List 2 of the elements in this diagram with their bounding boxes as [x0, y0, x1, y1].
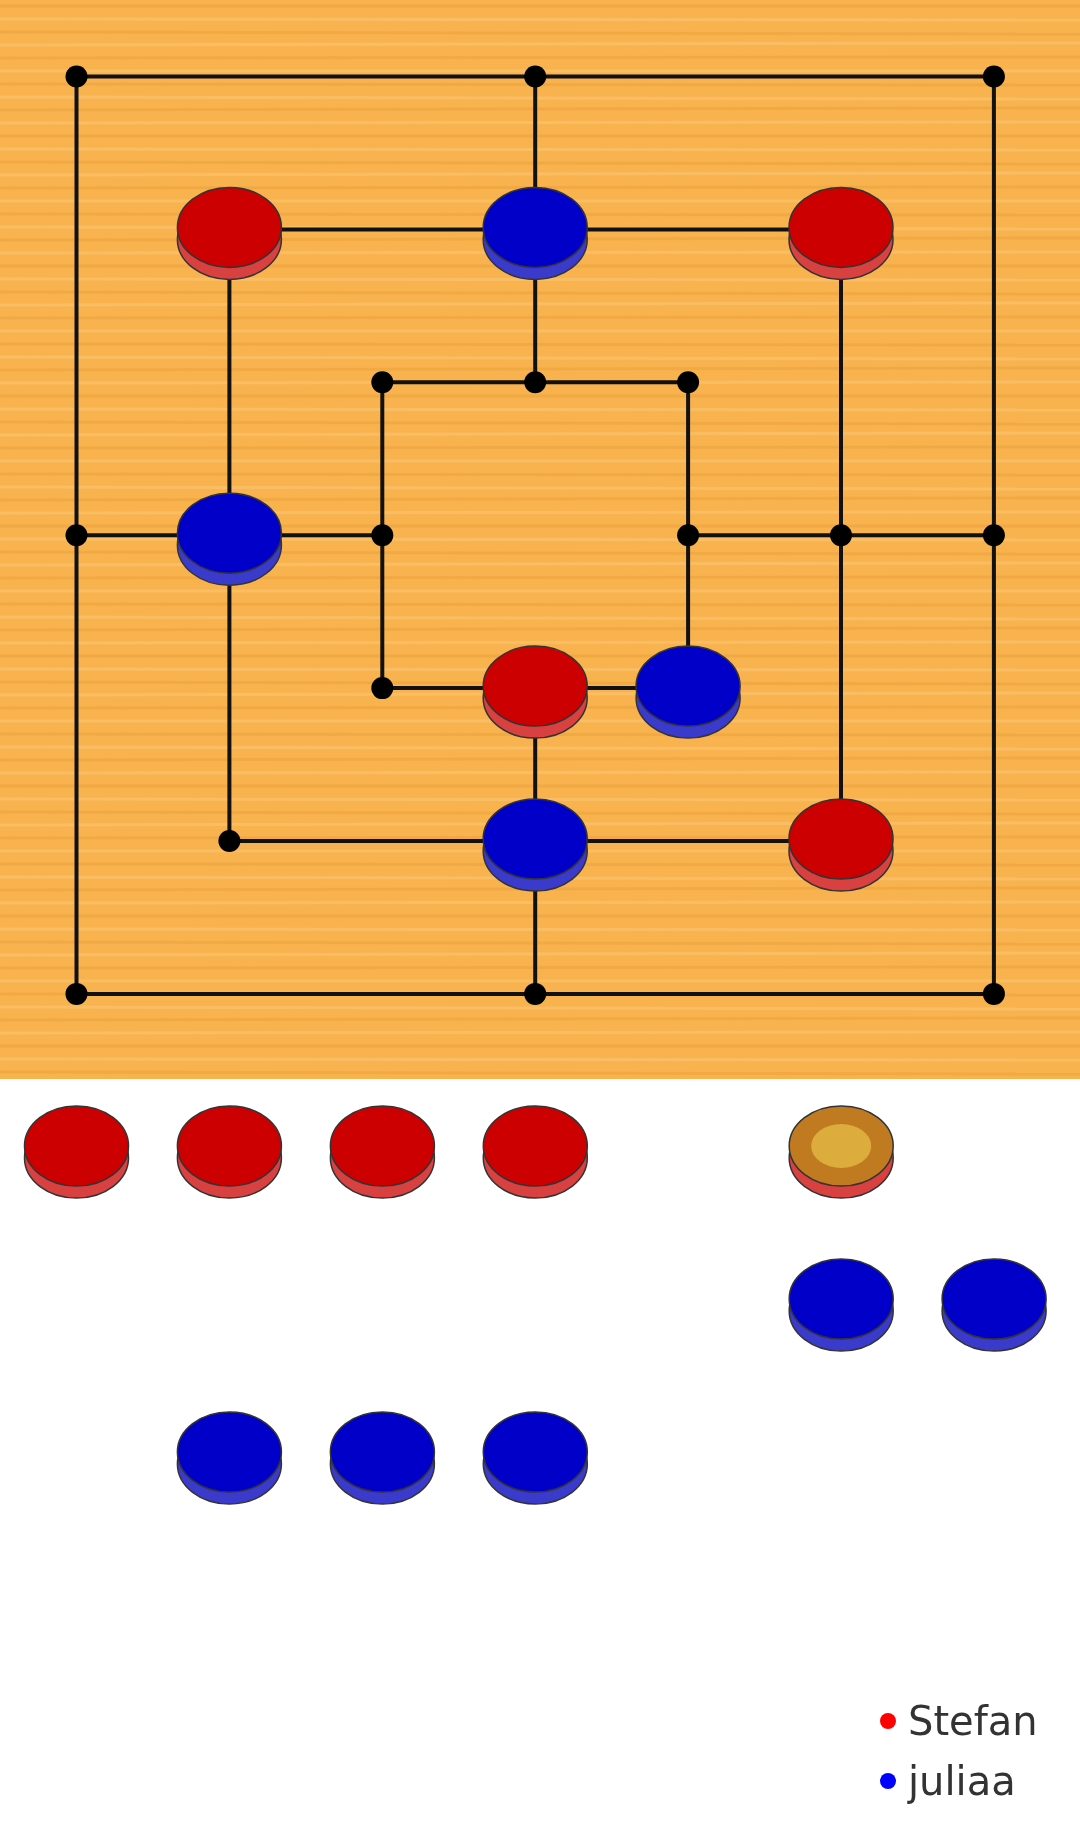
legend-label: Stefan	[908, 1697, 1038, 1745]
legend-label: juliaa	[908, 1757, 1016, 1805]
